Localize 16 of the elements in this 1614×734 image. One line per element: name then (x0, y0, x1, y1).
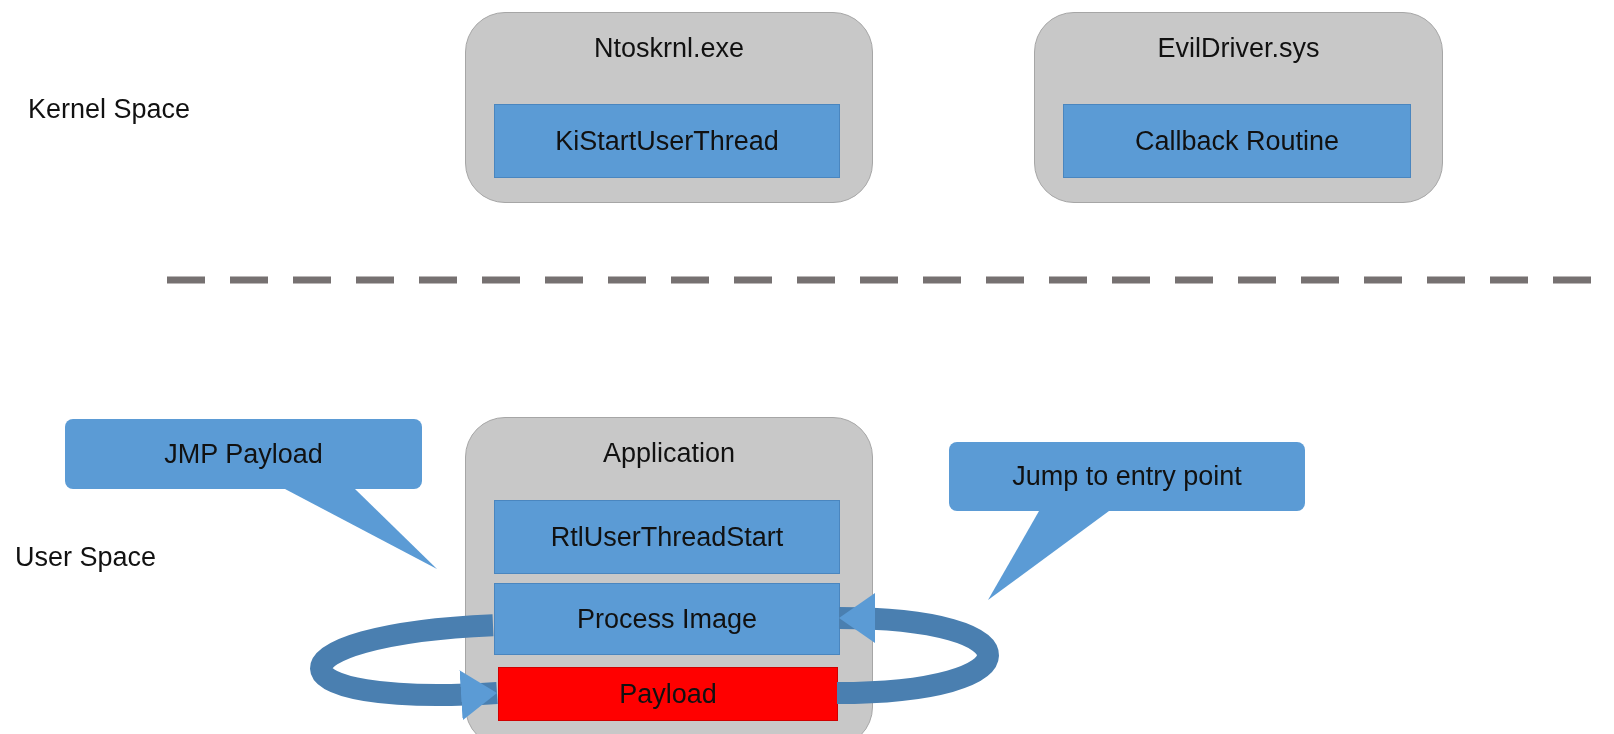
function-block: RtlUserThreadStart (494, 500, 840, 574)
module-box (1034, 12, 1443, 203)
module-box (465, 417, 873, 734)
curved-arrow (310, 614, 498, 720)
speech-callout: Jump to entry point (949, 442, 1305, 600)
function-block: Callback Routine (1063, 104, 1411, 178)
payload-block: Payload (498, 667, 838, 721)
module-title: Application (601, 438, 737, 469)
module-title: EvilDriver.sys (1156, 33, 1321, 64)
module-box (465, 12, 873, 203)
module-title: Ntoskrnl.exe (592, 33, 746, 64)
curved-arrow (836, 594, 999, 704)
region-label: User Space (15, 542, 157, 573)
region-label: Kernel Space (28, 94, 191, 125)
function-block: KiStartUserThread (494, 104, 840, 178)
function-block: Process Image (494, 583, 840, 655)
